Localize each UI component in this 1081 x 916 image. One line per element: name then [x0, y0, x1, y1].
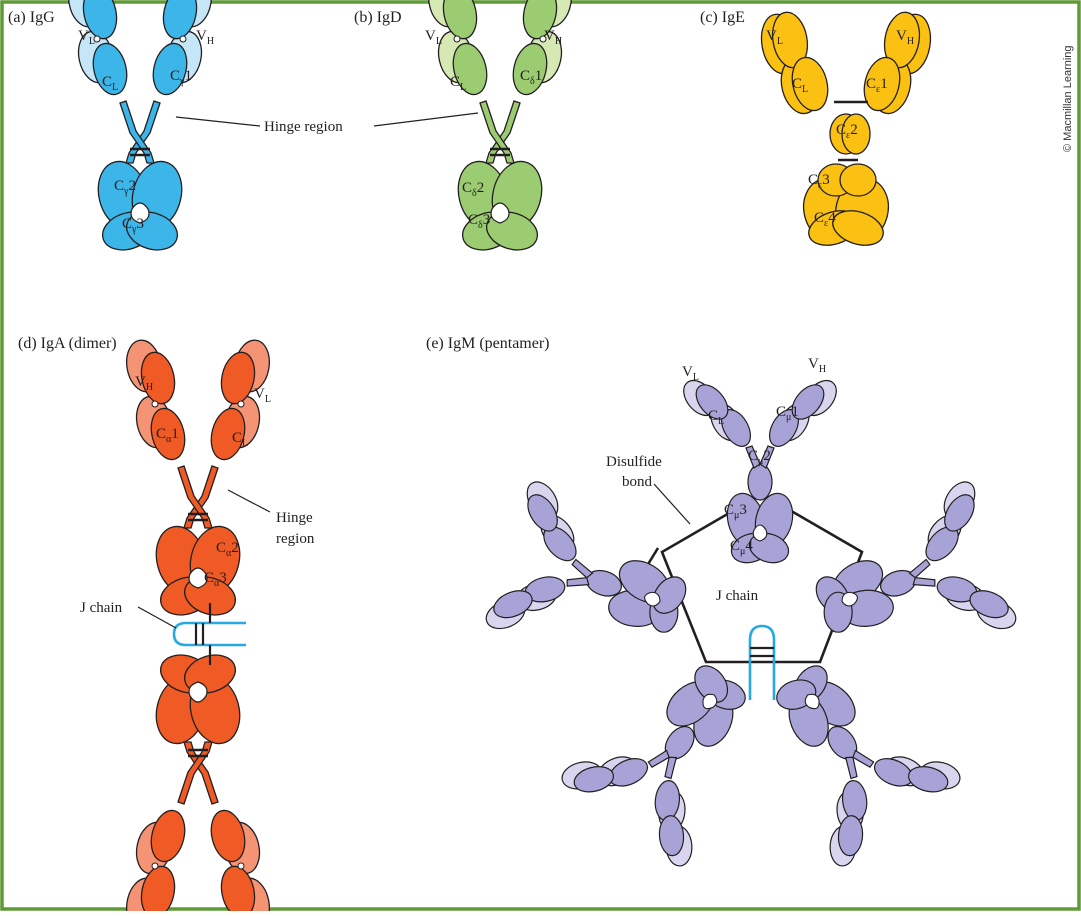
igm-j-chain-label: J chain: [716, 588, 759, 604]
hinge-leader-left: [175, 116, 261, 127]
igg-ch2: Cγ2: [114, 178, 136, 197]
igm-monomer-top: [683, 379, 837, 564]
iga-upper-monomer-shape: [126, 339, 270, 616]
iga-j-chain-label: J chain: [80, 600, 123, 616]
ige-ch4: Cε4: [814, 210, 836, 229]
iga-vh: VH: [135, 374, 153, 393]
hinge-leader-right: [373, 112, 479, 127]
igg-cl: CL: [102, 74, 118, 93]
iga-ch2: Cα2: [216, 540, 239, 559]
panel-igd: (b) IgD: [354, 0, 572, 251]
igm-title: (e) IgM (pentamer): [426, 335, 550, 352]
igd-cl: CL: [450, 74, 466, 93]
igm-monomer-bottom-left-shape: [561, 665, 746, 867]
iga-hinge-leader: [227, 489, 271, 513]
iga-upper-monomer: [126, 339, 270, 616]
igg-molecule-shape: [68, 0, 212, 251]
igm-monomer-bottom-right: [776, 665, 961, 867]
iga-j-chain: [172, 603, 246, 665]
hinge-region-label: Hinge region: [264, 119, 343, 135]
igd-molecule-shape: [428, 0, 572, 251]
igm-cl: CL: [708, 408, 724, 427]
panel-iga: (d) IgA (dimer): [18, 335, 315, 916]
igd-molecule: [428, 0, 572, 251]
igd-vl: VL: [425, 28, 442, 47]
ige-ch3: Cε3: [808, 172, 830, 191]
igd-vh: VH: [544, 28, 562, 47]
iga-ch3: Cα3: [204, 570, 227, 589]
iga-title: (d) IgA (dimer): [18, 335, 117, 352]
igm-ch2: Cμ2: [748, 448, 771, 467]
igg-molecule: [68, 0, 212, 251]
igm-monomer-bottom-left: [561, 665, 746, 867]
ige-ch2: Cε2: [836, 122, 858, 141]
ige-cl: CL: [792, 76, 808, 95]
igm-monomer-right-shape: [815, 481, 1017, 633]
igm-monomer-right: [815, 481, 1017, 633]
panel-igg: (a) IgG: [8, 0, 214, 251]
igd-ch2: Cδ2: [462, 180, 484, 199]
igg-vh: VH: [196, 28, 214, 47]
igd-title: (b) IgD: [354, 9, 402, 26]
igm-vh: VH: [808, 356, 826, 375]
igm-monomer-bottom-right-shape: [776, 665, 961, 867]
iga-vl: VL: [254, 386, 271, 405]
credit-text: © Macmillan Learning: [1062, 45, 1074, 152]
ige-title: (c) IgE: [700, 9, 745, 26]
igg-vl: VL: [78, 28, 95, 47]
panel-igm: (e) IgM (pentamer): [426, 335, 1017, 867]
ige-ch1: Cε1: [866, 76, 888, 95]
panel-ige: (c) IgE VL VH CL Cε1 Cε2 Cε3 Cε4: [700, 9, 932, 246]
igm-disulfide-pentagon: [660, 492, 864, 664]
igd-ch1: Cδ1: [520, 68, 542, 87]
igm-vl: VL: [682, 364, 699, 383]
igm-monomer-left-shape: [485, 481, 687, 633]
igg-title: (a) IgG: [8, 9, 55, 26]
igg-ch1: Cγ1: [170, 68, 192, 87]
igg-ch3: Cγ3: [122, 216, 144, 235]
igm-ch4: Cμ4: [730, 538, 753, 557]
igd-ch3: Cδ3: [468, 212, 490, 231]
igm-monomer-top-shape: [683, 379, 837, 564]
iga-ch1: Cα1: [156, 426, 179, 445]
igm-monomer-left: [485, 481, 687, 633]
igm-disulfide-label-2: bond: [622, 474, 653, 490]
iga-j-chain-leader: [137, 606, 177, 629]
igm-disulfide-leader: [653, 483, 691, 525]
ige-molecule: [760, 11, 932, 246]
ige-vl: VL: [766, 28, 783, 47]
iga-lower-monomer: [126, 654, 270, 916]
igm-j-chain: [748, 624, 776, 700]
iga-hinge-label-1: Hinge: [276, 510, 313, 526]
igm-ch3: Cμ3: [724, 502, 747, 521]
iga-cl: CL: [232, 430, 248, 449]
iga-hinge-label-2: region: [276, 531, 315, 547]
igm-ch1: Cμ1: [776, 404, 799, 423]
igm-disulfide-label-1: Disulfide: [606, 454, 662, 470]
ige-vh: VH: [896, 28, 914, 47]
iga-lower-monomer-shape: [126, 654, 270, 916]
